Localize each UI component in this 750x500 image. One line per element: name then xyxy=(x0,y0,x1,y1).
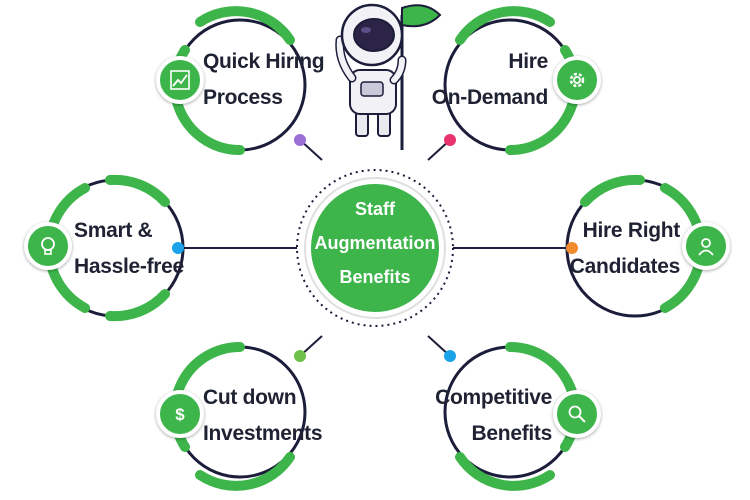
benefit-cut-down: Cut down Investments xyxy=(203,380,323,452)
benefit-cut-down-line-2: Investments xyxy=(203,422,323,445)
dot-orange xyxy=(566,242,578,254)
benefit-hire-right-line-2: Candidates xyxy=(569,255,681,278)
benefit-hire-on-demand: Hire On-Demand xyxy=(431,44,549,116)
benefit-competitive-line-1: Competitive xyxy=(435,386,552,409)
benefit-quick-hiring-line-1: Quick Hiring xyxy=(203,50,325,73)
benefit-quick-hiring-line-2: Process xyxy=(203,86,283,109)
svg-text:$: $ xyxy=(175,405,185,424)
center-hub xyxy=(296,169,454,327)
lightbulb-icon xyxy=(24,222,72,270)
gear-icon xyxy=(553,56,601,104)
dollar-icon: $ xyxy=(156,390,204,438)
benefit-hire-on-demand-line-2: On-Demand xyxy=(431,86,549,109)
benefit-smart-line-1: Smart & xyxy=(74,219,153,242)
dot-pink xyxy=(444,134,456,146)
astronaut-icon xyxy=(335,3,442,150)
chart-icon xyxy=(156,56,204,104)
benefit-smart-line-2: Hassle-free xyxy=(74,255,184,278)
benefit-smart: Smart & Hassle-free xyxy=(74,213,184,285)
benefit-hire-right: Hire Right Candidates xyxy=(569,213,681,285)
user-icon xyxy=(682,222,730,270)
center-line-2: Augmentation xyxy=(314,233,436,253)
dot-purple xyxy=(294,134,306,146)
center-title: Staff Augmentation Benefits xyxy=(310,192,440,294)
benefit-competitive: Competitive Benefits xyxy=(435,380,552,452)
center-line-3: Benefits xyxy=(339,267,411,287)
benefit-cut-down-line-1: Cut down xyxy=(203,386,297,409)
center-line-1: Staff xyxy=(355,199,395,219)
benefit-hire-right-line-1: Hire Right xyxy=(582,219,681,242)
benefit-hire-on-demand-line-1: Hire xyxy=(508,50,548,73)
benefit-competitive-line-2: Benefits xyxy=(471,422,553,445)
dot-green xyxy=(294,350,306,362)
dot-blue-2 xyxy=(444,350,456,362)
dot-blue xyxy=(172,242,184,254)
benefit-quick-hiring: Quick Hiring Process xyxy=(203,44,325,116)
search-icon xyxy=(553,390,601,438)
